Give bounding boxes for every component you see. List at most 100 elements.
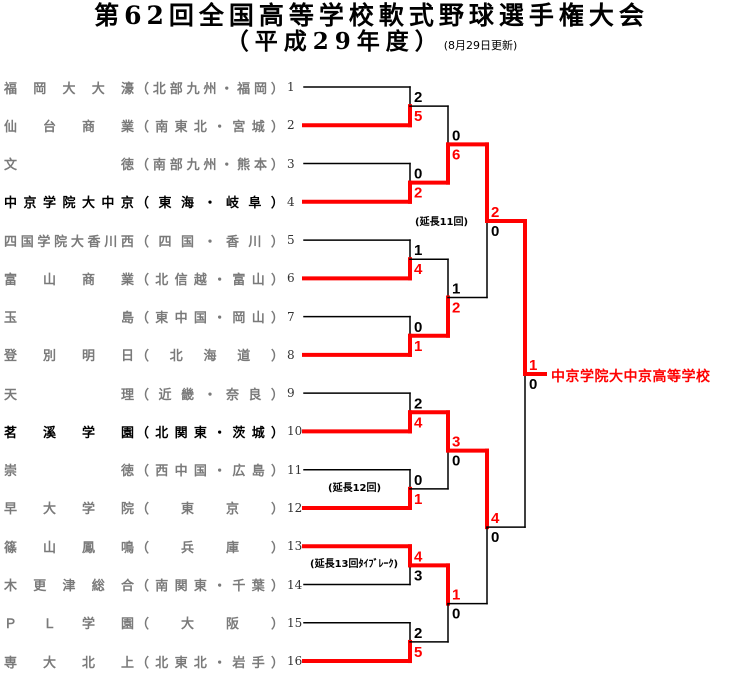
team-region-char: 京 [225, 502, 239, 518]
seed-number: 13 [287, 539, 303, 554]
team-region-char: 宮 [232, 119, 246, 135]
page-title: 第62回全国高等学校軟式野球選手権大会 [94, 1, 649, 30]
team-name-char: 学 [81, 617, 95, 633]
team-region-char: 関 [174, 425, 188, 441]
team-name: 福岡大大濠 [4, 78, 134, 97]
team-name-char: 津 [62, 579, 76, 594]
page-subtitle: （平成29年度）(8月29日更新) [0, 29, 743, 59]
team-name-char: 商 [81, 119, 95, 135]
team-name-char: 早 [4, 502, 18, 518]
team-region-char: 部 [169, 81, 183, 97]
team-name-char: 園 [120, 617, 134, 633]
team-region-char: ） [270, 617, 284, 633]
team-region-char: 中 [174, 464, 188, 480]
score-top: 2 [414, 395, 422, 412]
seed-number: 3 [287, 156, 295, 171]
team-name-char: 学 [81, 425, 95, 441]
team-name: 木更津総合 [4, 575, 134, 594]
team-region-char: 東 [193, 579, 207, 594]
team-region-char: 九 [186, 158, 200, 174]
team-region-char: 近 [158, 387, 172, 403]
team-region-char: ・ [213, 119, 227, 135]
team-name-char: 鳳 [81, 540, 95, 556]
team-region-char: ） [270, 349, 284, 365]
team-region: （近畿・奈良） [136, 384, 284, 403]
team-name-char: 院 [54, 234, 68, 250]
score-bottom: 4 [414, 261, 423, 278]
team-region-char: 岡 [254, 81, 268, 97]
score-bottom: 1 [414, 491, 422, 508]
team-region-char: 阪 [225, 617, 239, 633]
team-region-char: ） [270, 158, 284, 174]
team-name-char: 大 [42, 502, 56, 518]
team-region-char: 山 [251, 272, 265, 288]
team-region-char: ・ [203, 234, 217, 250]
team-name-char: 日 [120, 349, 134, 365]
team-region-char: 国 [193, 311, 207, 327]
team-region-char: ） [270, 502, 284, 518]
score-top: 2 [414, 625, 422, 642]
team-name-char: 香 [87, 234, 101, 250]
team-name-char: 西 [120, 234, 134, 250]
team-region-char: 奈 [225, 387, 239, 403]
score-top: 3 [452, 434, 460, 451]
team-row: 玉島（東中国・岡山） [4, 307, 284, 327]
team-name-char: 大 [81, 196, 95, 212]
team-region-char: （ [136, 158, 150, 174]
team-row: 天理（近畿・奈良） [4, 383, 284, 403]
score-bottom: 2 [414, 185, 422, 202]
team-name-char: 更 [33, 579, 47, 594]
team-region-char: （ [136, 81, 150, 97]
team-region-char: 岡 [232, 311, 246, 327]
score-bottom: 0 [491, 529, 499, 546]
extra-innings-note: (延長13回ﾀｲﾌﾞﾚｰｸ) [310, 557, 398, 570]
team-region-char: 岐 [225, 196, 239, 212]
team-region-char: 州 [203, 158, 217, 174]
team-region-char: 北 [155, 272, 169, 288]
team-region-char: 南 [155, 119, 169, 135]
team-region-char: 道 [237, 349, 251, 365]
team-name-char: 合 [120, 579, 134, 594]
team-name-char: 茗 [4, 425, 18, 441]
team-region: （大阪） [136, 613, 284, 632]
team-name-char: 商 [81, 272, 95, 288]
score-top: 0 [414, 166, 422, 183]
team-region-char: （ [136, 272, 150, 288]
seed-number: 4 [287, 194, 295, 209]
team-name: 富山商業 [4, 269, 134, 288]
score-bottom: 0 [491, 223, 499, 240]
team-region-char: 葉 [251, 579, 265, 594]
team-name-char: 岡 [33, 81, 47, 97]
team-region-char: （ [136, 349, 150, 365]
team-name-char: 北 [81, 655, 95, 671]
team-region-char: 国 [180, 234, 194, 250]
score-bottom: 5 [414, 108, 422, 125]
team-region-char: 城 [251, 119, 265, 135]
team-name-char: 山 [42, 272, 56, 288]
team-region-char: ・ [213, 272, 227, 288]
team-region-char: （ [136, 119, 150, 135]
team-region-char: 中 [174, 311, 188, 327]
team-name-char: 篠 [4, 540, 18, 556]
score-bottom: 6 [452, 146, 460, 163]
seed-number: 12 [287, 500, 303, 515]
team-name-char: 大 [42, 655, 56, 671]
team-name-char: 福 [4, 81, 18, 97]
seed-number: 14 [287, 577, 303, 592]
team-region-char: 福 [237, 81, 251, 97]
team-region-char: 東 [180, 502, 194, 518]
seed-number: 8 [287, 347, 295, 362]
seed-number: 9 [287, 386, 295, 401]
team-region-char: 本 [254, 158, 268, 174]
team-name-char: 溪 [42, 425, 56, 441]
team-name-char: 専 [4, 655, 18, 671]
team-region-char: 良 [248, 387, 262, 403]
team-name-char: 学 [81, 502, 95, 518]
team-row: 早大学院（東京） [4, 498, 284, 518]
team-name-char: 京 [23, 196, 37, 212]
seed-number: 11 [287, 462, 303, 477]
team-row: 登別明日（北海道） [4, 345, 284, 365]
team-name-char: 玉 [4, 311, 18, 327]
team-region-char: ・ [213, 425, 227, 441]
team-region-char: ・ [213, 311, 227, 327]
